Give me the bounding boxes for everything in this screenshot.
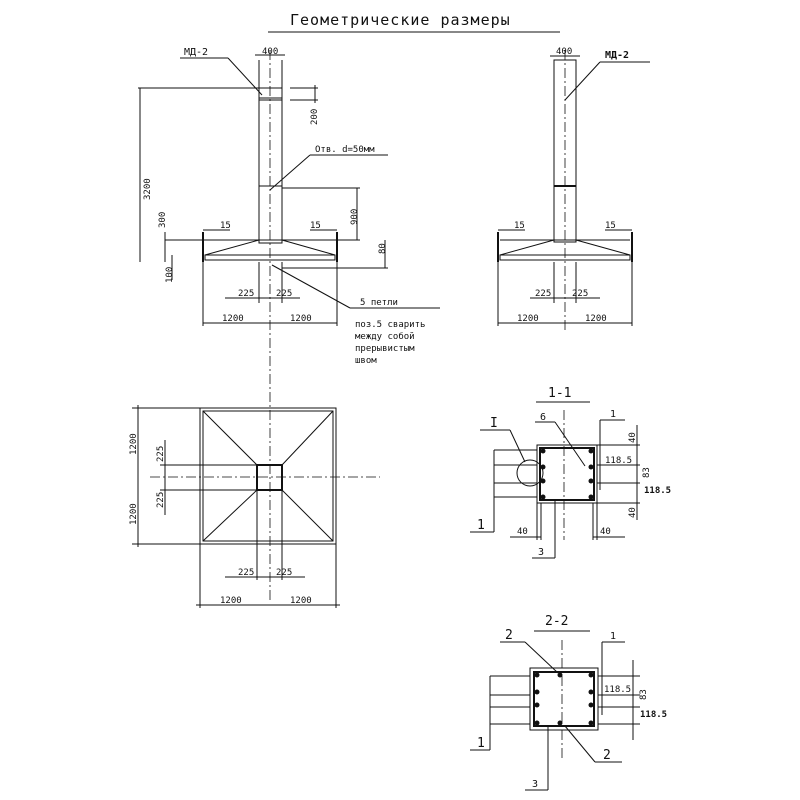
s2-pos-2-top: 2 (505, 628, 513, 643)
s1-pos-1-top: 1 (610, 409, 616, 420)
s2-dim-118-5-a: 118.5 (604, 685, 631, 695)
plan-dim-225-right: 225 (276, 568, 292, 578)
plan-dim-1200-left: 1200 (220, 596, 242, 606)
section-1-1-column (539, 447, 595, 501)
section-2-2-title: 2-2 (545, 614, 568, 629)
front-view: 400 МД-2 3200 200 Отв. d=50мм 900 300 15… (138, 47, 440, 600)
side-mark-md2: МД-2 (605, 50, 629, 61)
section-1-1-title: 1-1 (548, 386, 571, 401)
dim-900: 900 (350, 209, 360, 225)
base-slab (204, 254, 336, 261)
loop-note: 5 петли (360, 298, 398, 308)
weld-note-3: прерывистым (355, 344, 415, 354)
plan-dim-1200-bottom: 1200 (129, 503, 139, 525)
weld-note-1: поз.5 сварить (355, 320, 425, 330)
plan-dim-1200-top: 1200 (129, 433, 139, 455)
s2-pos-2-bottom: 2 (603, 748, 611, 763)
s1-dim-118-5-b: 118.5 (644, 486, 671, 496)
section-2-2: 2-2 1 2 1 118.5 83 118.5 2 3 (470, 614, 667, 791)
dim-225-right: 225 (276, 289, 292, 299)
plan-dim-225-left: 225 (238, 568, 254, 578)
side-view: 400 МД-2 15 15 225 225 1200 1200 (497, 47, 650, 330)
column (258, 87, 283, 244)
s2-pos-1-left: 1 (477, 736, 485, 751)
side-dim-15-left: 15 (514, 221, 525, 231)
section-2-2-column (533, 671, 595, 727)
side-dim-1200-left: 1200 (517, 314, 539, 324)
plan-dim-225-bottom: 225 (156, 492, 166, 508)
side-dim-15-right: 15 (605, 221, 616, 231)
dim-1200-left: 1200 (222, 314, 244, 324)
s1-dim-40-left: 40 (517, 527, 528, 537)
plan-column (256, 464, 283, 491)
dim-100: 100 (165, 267, 175, 283)
plan-view: 1200 1200 225 225 225 225 1200 1200 (129, 405, 380, 608)
s1-dim-40-bottom: 40 (628, 507, 638, 518)
drawing-title: Геометрические размеры (290, 11, 511, 29)
s2-dim-83: 83 (639, 689, 649, 700)
detail-circle (516, 459, 544, 487)
weld-note-2: между собой (355, 331, 415, 342)
dim-3200: 3200 (143, 178, 153, 200)
s1-pos-3: 3 (538, 547, 544, 558)
s1-dim-40-top: 40 (628, 432, 638, 443)
s1-dim-118-5-a: 118.5 (605, 456, 632, 466)
side-dim-400: 400 (556, 47, 572, 57)
s1-dim-40-right: 40 (600, 527, 611, 537)
mark-md2: МД-2 (184, 47, 208, 58)
dim-15-right: 15 (310, 221, 321, 231)
side-dim-225-right: 225 (572, 289, 588, 299)
s1-detail-I: I (490, 416, 498, 431)
plan-slab-outer (199, 407, 337, 545)
s2-pos-1-top: 1 (610, 631, 616, 642)
hole-note: Отв. d=50мм (315, 145, 375, 155)
s1-pos-6: 6 (540, 412, 546, 423)
dim-300: 300 (158, 212, 168, 228)
weld-note-4: швом (355, 356, 377, 366)
side-dim-1200-right: 1200 (585, 314, 607, 324)
dim-1200-right: 1200 (290, 314, 312, 324)
s1-pos-1-left: 1 (477, 518, 485, 533)
plan-dim-1200-right: 1200 (290, 596, 312, 606)
side-dim-225-left: 225 (535, 289, 551, 299)
dim-200: 200 (310, 109, 320, 125)
side-column (553, 59, 577, 243)
s2-dim-118-5-b: 118.5 (640, 710, 667, 720)
dim-15-left: 15 (220, 221, 231, 231)
s1-dim-83: 83 (642, 467, 652, 478)
s2-pos-3: 3 (532, 779, 538, 790)
dim-225-left: 225 (238, 289, 254, 299)
dim-80: 80 (378, 243, 388, 254)
section-1-1: 1-1 1 I 6 1 40 118.5 83 118.5 40 40 40 3 (470, 386, 671, 559)
dim-400: 400 (262, 47, 278, 57)
plan-dim-225-top: 225 (156, 446, 166, 462)
